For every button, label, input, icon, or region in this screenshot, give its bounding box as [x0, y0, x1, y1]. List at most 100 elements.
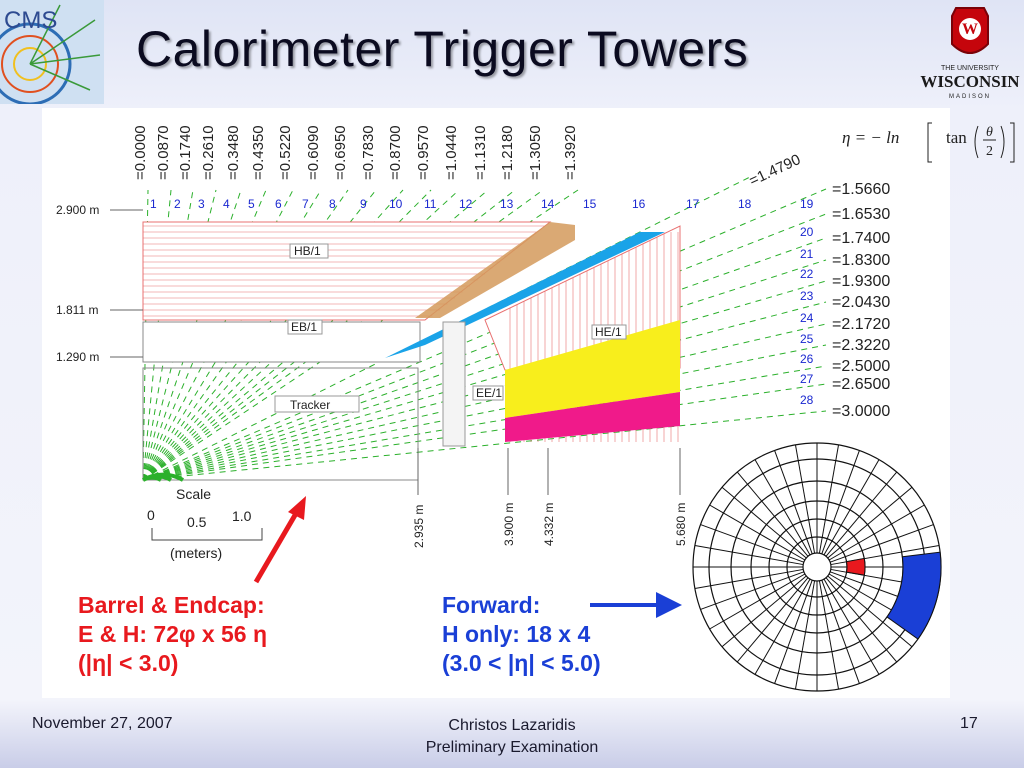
tower-num-17: 17 [686, 197, 700, 211]
footer-date: November 27, 2007 [32, 715, 173, 732]
cms-logo-text: CMS [4, 7, 57, 34]
beamline-green [142, 472, 184, 482]
eta-top-9: =0.7830 [360, 125, 377, 180]
eta-values-right: =1.5660=1.6530=1.7400=1.8300=1.9300=2.04… [832, 181, 890, 420]
eta-top-2: =0.1740 [177, 125, 194, 180]
tower-num-27: 27 [800, 372, 814, 386]
tower-num-24: 24 [800, 311, 814, 325]
forward-text: Forward: H only: 18 x 4 (3.0 < |η| < 5.0… [442, 591, 601, 678]
tower-num-3: 3 [198, 197, 205, 211]
scale-zero: 0 [147, 507, 155, 523]
eta-top-17: =1.4790 [747, 151, 804, 189]
hb-brown-region [415, 222, 575, 318]
tower-num-25: 25 [800, 332, 814, 346]
radius-label-outer: 2.900 m [56, 203, 99, 217]
hf-red-cell [845, 557, 866, 576]
wisc-name-text: WISCONSIN [920, 72, 1020, 91]
scale-half: 0.5 [187, 514, 207, 530]
scale-bracket [151, 528, 263, 541]
barrel-endcap-text: Barrel & Endcap: E & H: 72φ x 56 η (|η| … [78, 591, 267, 678]
eta-line-26 [142, 365, 827, 481]
z-label-1: 2.935 m [412, 505, 426, 548]
eta-right-2: =1.7400 [832, 230, 890, 247]
tower-num-21: 21 [800, 247, 814, 261]
tower-num-11: 11 [424, 197, 437, 211]
tower-num-19: 19 [800, 197, 814, 211]
footer-center: Christos Lazaridis Preliminary Examinati… [0, 715, 1024, 759]
eta-line-24 [142, 323, 827, 481]
tower-num-28: 28 [800, 393, 814, 407]
tower-num-5: 5 [248, 197, 255, 211]
scale-unit: (meters) [170, 545, 222, 561]
tower-num-10: 10 [389, 197, 403, 211]
tower-num-6: 6 [275, 197, 282, 211]
eta-top-10: =0.8700 [387, 125, 404, 180]
ee-region [442, 321, 466, 447]
tower-num-16: 16 [632, 197, 646, 211]
wisconsin-logo: W THE UNIVERSITY WISCONSIN MADISON [920, 7, 1020, 100]
tower-num-18: 18 [738, 197, 752, 211]
eta-right-0: =1.5660 [832, 181, 890, 198]
eta-top-5: =0.4350 [250, 125, 267, 180]
forward-line-1: Forward: [442, 592, 541, 618]
eta-line-22 [142, 280, 827, 481]
eta-right-1: =1.6530 [832, 206, 890, 223]
eta-line-27 [142, 383, 827, 481]
z-label-4: 5.680 m [674, 503, 688, 546]
scale-one: 1.0 [232, 508, 252, 524]
hf-tower-grid [692, 442, 942, 692]
tower-num-15: 15 [583, 197, 597, 211]
eta-line-3 [142, 189, 217, 481]
formula-tan: tan [946, 128, 967, 147]
radius-label-mid: 1.811 m [56, 303, 98, 317]
eta-right-7: =2.3220 [832, 337, 890, 354]
footer-presenter: Christos Lazaridis [448, 717, 576, 734]
z-label-2: 3.900 m [502, 503, 516, 546]
eta-top-13: =1.1310 [472, 125, 489, 180]
eta-right-8: =2.5000 [832, 358, 890, 375]
tracker-region [142, 367, 419, 481]
eta-top-12: =1.0440 [443, 125, 460, 180]
forward-line-2: H only: 18 x 4 [442, 621, 591, 647]
eta-top-6: =0.5220 [277, 125, 294, 180]
eta-line-28 [142, 410, 827, 481]
page-number: 17 [960, 715, 978, 732]
eta-top-11: =0.9570 [415, 125, 432, 180]
eta-right-3: =1.8300 [832, 252, 890, 269]
eta-right-9: =2.6500 [832, 376, 890, 393]
eta-top-15: =1.3050 [527, 125, 544, 180]
hb-hatch [143, 225, 545, 317]
eta-line-19 [142, 213, 827, 481]
tower-num-8: 8 [329, 197, 336, 211]
hf-ring-0 [802, 552, 832, 582]
barrel-line-2: E & H: 72φ x 56 η [78, 621, 268, 647]
eta-right-4: =1.9300 [832, 273, 890, 290]
tower-num-12: 12 [459, 197, 473, 211]
barrel-line-3: (|η| < 3.0) [78, 650, 179, 676]
eta-right-6: =2.1720 [832, 316, 890, 333]
radius-label-inner: 1.290 m [56, 350, 99, 364]
eta-line-17 [142, 175, 753, 481]
eta-line-21 [142, 259, 827, 481]
he-yellow-region [505, 320, 680, 418]
tower-num-22: 22 [800, 267, 814, 281]
wisc-top-text: THE UNIVERSITY [941, 65, 999, 72]
eta-right-10: =3.0000 [832, 403, 890, 420]
hf-blue-block [886, 551, 942, 640]
hb-label: HB/1 [294, 244, 321, 258]
eta-top-7: =0.6090 [305, 125, 322, 180]
formula-two: 2 [986, 144, 993, 159]
tower-num-2: 2 [174, 197, 181, 211]
eta-top-1: =0.0870 [155, 125, 172, 180]
forward-line-3: (3.0 < |η| < 5.0) [442, 650, 601, 676]
he-pink-region [505, 392, 680, 442]
eta-top-0: =0.0000 [132, 125, 149, 180]
scale-title: Scale [176, 486, 211, 502]
tower-num-7: 7 [302, 197, 309, 211]
svg-text:W: W [962, 21, 978, 38]
eta-top-3: =0.2610 [200, 125, 217, 180]
z-label-3: 4.332 m [542, 503, 556, 546]
barrel-line-1: Barrel & Endcap: [78, 592, 265, 618]
he-label: HE/1 [595, 325, 622, 339]
